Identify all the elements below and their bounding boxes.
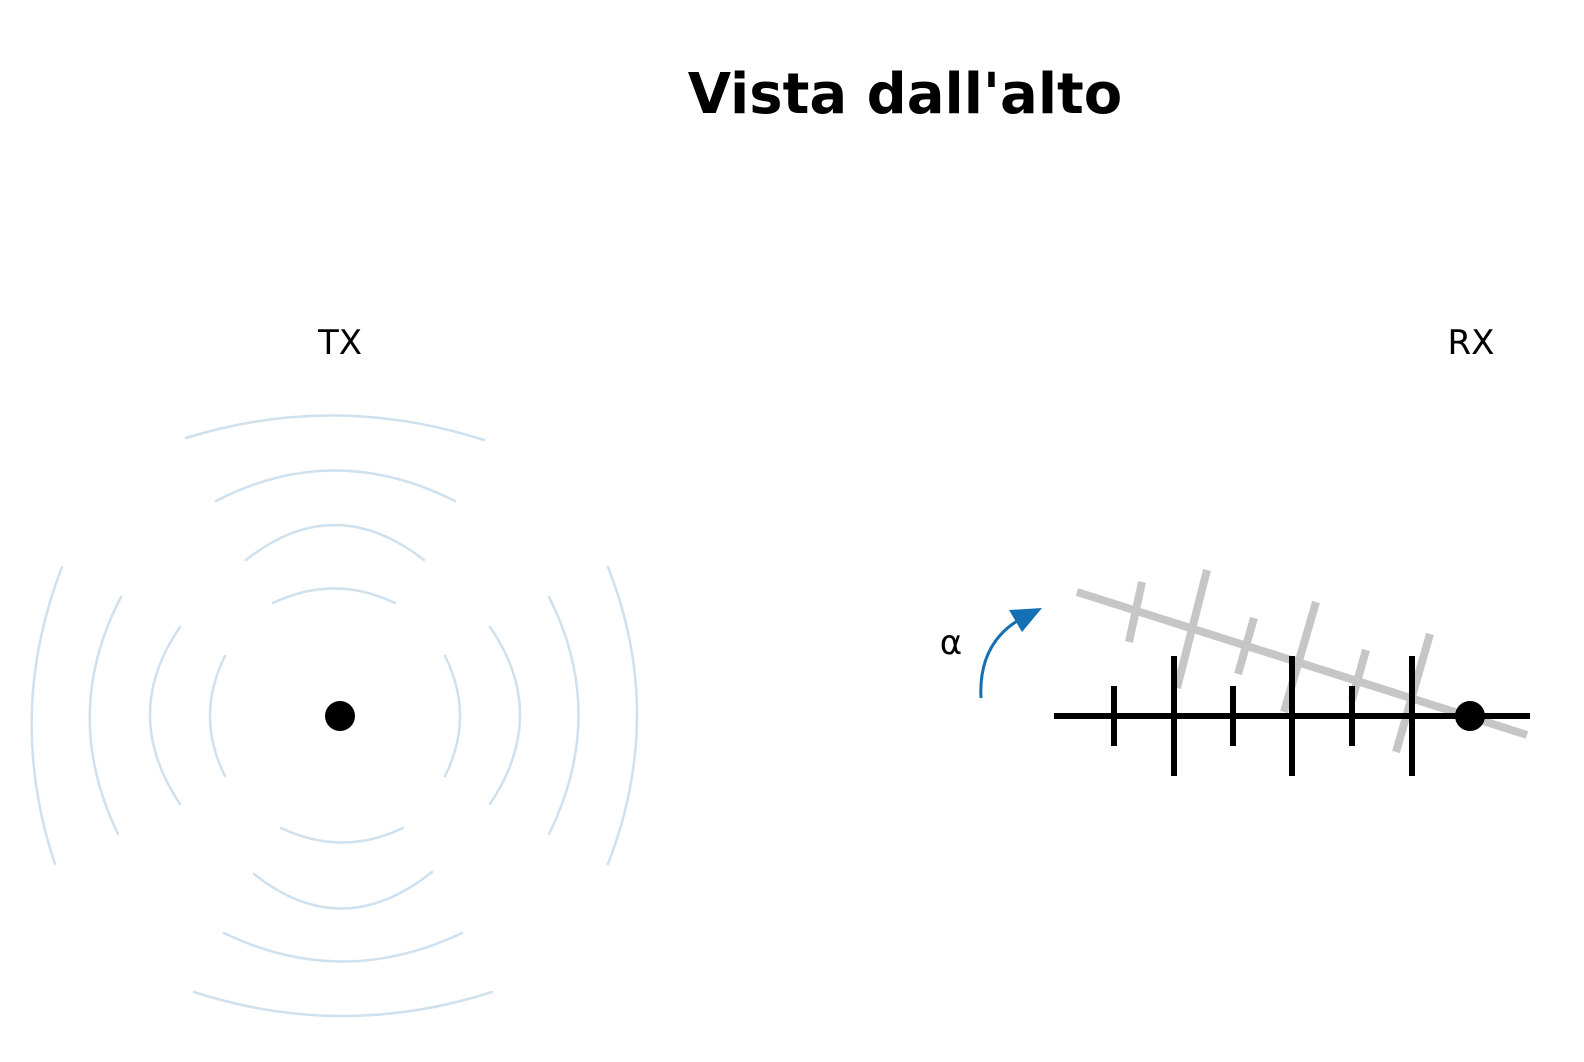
rx-antenna <box>1054 656 1530 776</box>
tx-label: TX <box>317 323 362 363</box>
wave-arc-left-2 <box>148 625 182 806</box>
wave-arc-bottom-2 <box>252 870 434 910</box>
wave-arc-bottom-1 <box>279 826 405 844</box>
rx-label: RX <box>1448 323 1495 363</box>
rotation-arrow-head <box>1009 608 1042 632</box>
wave-arc-bottom-4 <box>192 990 494 1018</box>
wave-arc-top-3 <box>214 469 457 503</box>
wave-arc-right-3 <box>547 595 580 836</box>
rx-pivot-point <box>1455 701 1485 731</box>
wave-arc-left-4 <box>30 565 64 866</box>
rotation-angle-label: α <box>940 623 962 663</box>
wave-arc-right-4 <box>606 565 639 866</box>
tx-source-point <box>325 701 355 731</box>
wave-arc-top-4 <box>184 414 486 442</box>
diagram-title: Vista dall'alto <box>688 62 1123 127</box>
rotation-arrow-arc <box>979 614 1027 699</box>
wave-arc-right-1 <box>443 654 462 778</box>
rotated-antenna-element <box>1173 569 1211 689</box>
rotated-antenna-element <box>1125 581 1146 643</box>
wave-arc-left-3 <box>88 595 123 836</box>
wave-arc-bottom-3 <box>222 931 464 963</box>
rotation-arrow <box>979 608 1042 699</box>
wave-arc-top-2 <box>244 523 426 562</box>
wave-arc-top-1 <box>271 587 397 605</box>
wave-arc-left-1 <box>208 654 227 778</box>
tx-radiation-waves <box>30 414 639 1018</box>
rotated-antenna-element <box>1234 616 1258 676</box>
wave-arc-right-2 <box>488 625 522 806</box>
